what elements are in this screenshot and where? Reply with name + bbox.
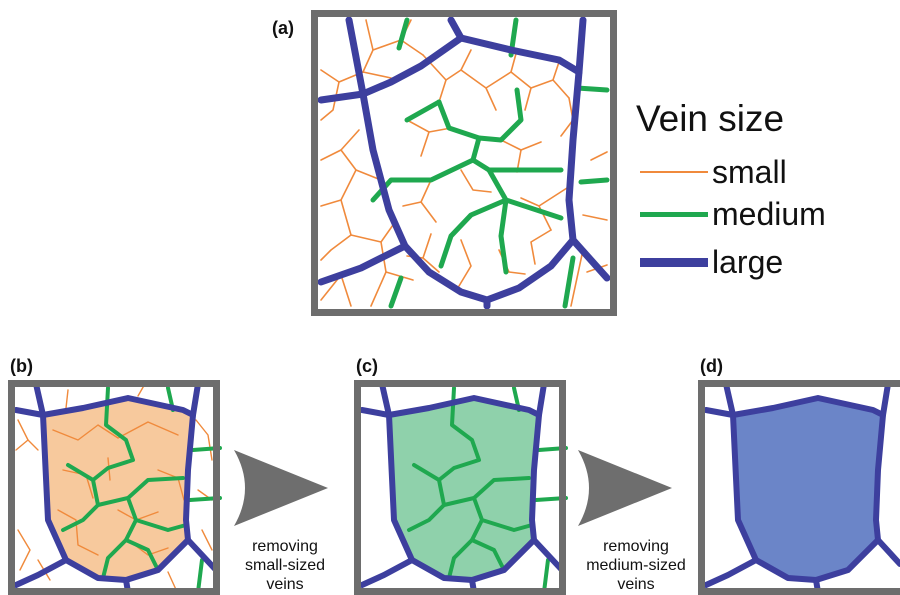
panel-d-large-areole [698, 380, 900, 595]
legend-item-small: small [640, 152, 787, 192]
panel-a-vein-network [311, 10, 617, 316]
arrow-1-caption-line-1: removing [215, 537, 355, 556]
large-vein-swatch [640, 258, 708, 267]
legend-item-large: large [640, 242, 783, 282]
panel-b-small-areoles [8, 380, 220, 595]
medium-vein-swatch [640, 212, 708, 217]
arrow-1-caption: removing small-sized veins [215, 537, 355, 594]
arrow-1 [232, 448, 330, 528]
panel-label-a: (a) [272, 18, 294, 39]
legend-label-small: small [712, 156, 787, 188]
legend-label-large: large [712, 246, 783, 278]
arrow-2-caption: removing medium-sized veins [566, 537, 706, 594]
panel-c-medium-areoles [354, 380, 566, 595]
panel-label-b: (b) [10, 356, 33, 377]
panel-label-d: (d) [700, 356, 723, 377]
legend-item-medium: medium [640, 194, 826, 234]
arrow-2-caption-line-1: removing [566, 537, 706, 556]
arrow-2-caption-line-2: medium-sized [566, 556, 706, 575]
arrow-2 [576, 448, 674, 528]
legend-label-medium: medium [712, 198, 826, 230]
legend-title: Vein size [636, 98, 784, 140]
arrow-1-caption-line-3: veins [215, 575, 355, 594]
arrow-1-caption-line-2: small-sized [215, 556, 355, 575]
arrow-2-caption-line-3: veins [566, 575, 706, 594]
panel-label-c: (c) [356, 356, 378, 377]
small-vein-swatch [640, 171, 708, 173]
